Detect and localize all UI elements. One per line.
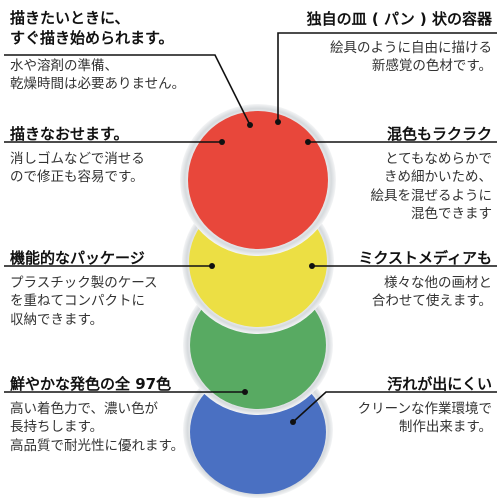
callout-heading: 鮮やかな発色の全 97色 (10, 375, 172, 393)
callout-heading: 機能的なパッケージ (10, 249, 145, 267)
leader-line-bottom-right (292, 391, 497, 423)
callout-body: 水や溶剤の準備、 乾燥時間は必要ありません。 (10, 57, 186, 92)
callout-functional-package: 機能的なパッケージ プラスチック製のケース を重ねてコンパクトに 収納できます。 (10, 248, 220, 329)
callout-low-mess: 汚れが出にくい クリーンな作業環境で 制作出来ます。 (292, 374, 492, 437)
callout-body: 高い着色力で、濃い色が 長持ちします。 高品質で耐光性に優れます。 (10, 401, 185, 454)
callout-97-colors: 鮮やかな発色の全 97色 高い着色力で、濃い色が 長持ちします。 高品質で耐光性… (10, 374, 230, 455)
callout-erasable: 描きなおせます。 消しゴムなどで消せる ので修正も容易です。 (10, 124, 220, 187)
callout-heading: 描きたいときに、 すぐ描き始められます。 (10, 9, 174, 48)
callout-body: とてもなめらかで きめ細かいため、 絵具を混ぜるように 混色できます (370, 151, 493, 222)
callout-heading: 独自の皿 ( パン ) 状の容器 (306, 10, 492, 28)
callout-body: クリーンな作業環境で 制作出来ます。 (357, 401, 492, 436)
callout-body: 様々な他の画材と 合わせて使えます。 (371, 275, 492, 310)
callout-easy-mixing: 混色もラクラク とてもなめらかで きめ細かいため、 絵具を混ぜるように 混色でき… (292, 124, 493, 223)
leader-dots (209, 119, 315, 425)
callout-body: 絵具のように自由に描ける 新感覚の色材です。 (330, 40, 492, 75)
callout-body: プラスチック製のケース を重ねてコンパクトに 収納できます。 (10, 275, 158, 328)
callout-heading: 汚れが出にくい (387, 375, 492, 393)
callout-unique-pan-container: 独自の皿 ( パン ) 状の容器 絵具のように自由に描ける 新感覚の色材です。 (262, 9, 492, 76)
callout-heading: 混色もラクラク (386, 125, 492, 143)
callout-body: 消しゴムなどで消せる ので修正も容易です。 (10, 151, 145, 186)
callout-heading: 描きなおせます。 (10, 125, 129, 143)
callout-heading: ミクストメディアも (358, 249, 492, 267)
leader-line-top-right (277, 32, 497, 122)
leader-line-top-left (4, 54, 251, 126)
red-pan (180, 104, 336, 256)
leader-lines (4, 32, 497, 423)
callout-quick-start: 描きたいときに、 すぐ描き始められます。 水や溶剤の準備、 乾燥時間は必要ありま… (10, 8, 240, 93)
callout-mixed-media: ミクストメディアも 様々な他の画材と 合わせて使えます。 (292, 248, 492, 311)
